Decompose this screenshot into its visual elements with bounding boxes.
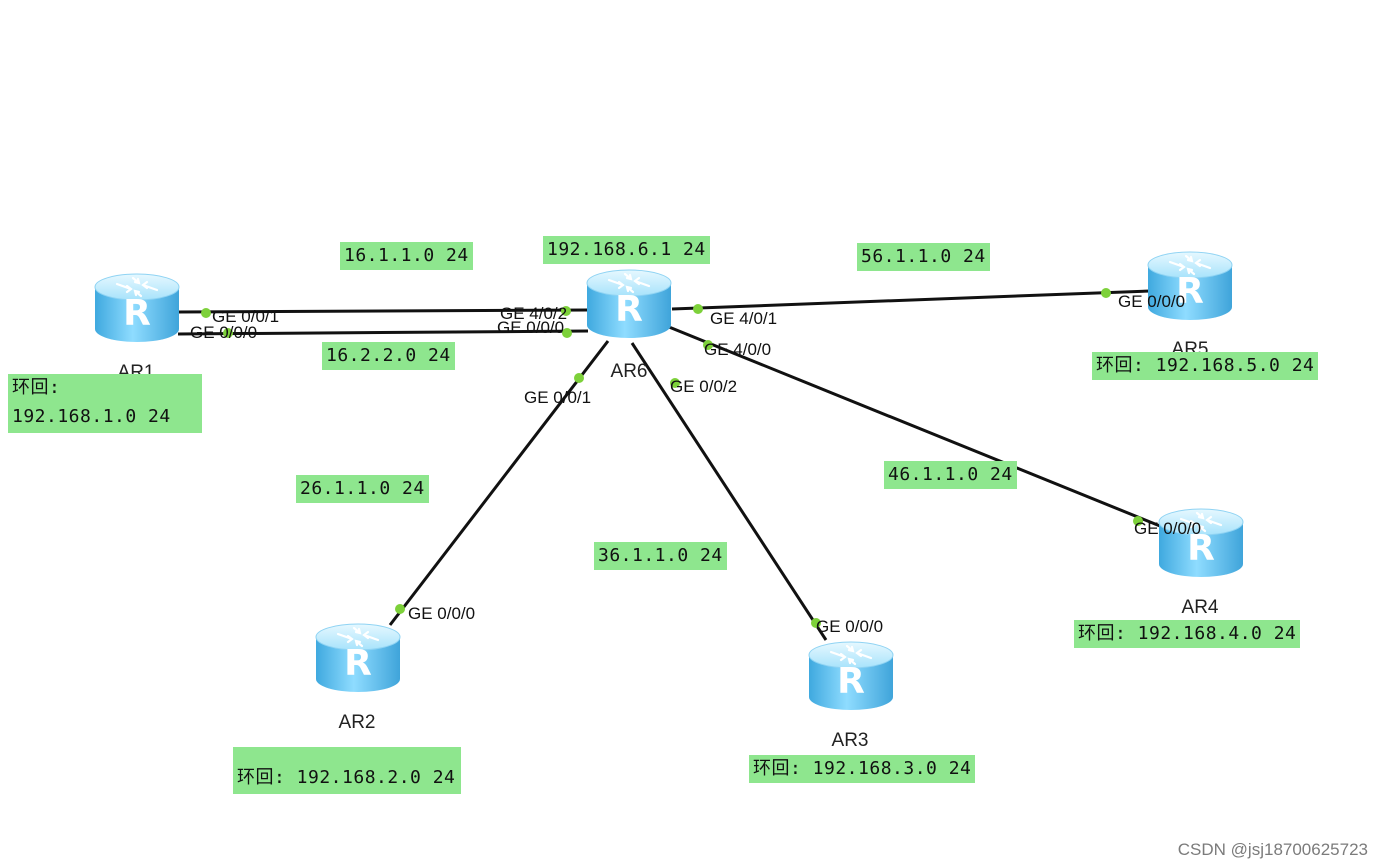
- network-label-16-2: 16.2.2.0 24: [322, 342, 455, 370]
- router-top: [586, 269, 672, 297]
- port-dot-ar6-2-0: [693, 304, 703, 314]
- router-arrows-icon: [607, 272, 651, 294]
- port-dot-ar3-5-1: [811, 618, 821, 628]
- router-body: [95, 287, 179, 342]
- port-label-ar3-5-1: GE 0/0/0: [816, 617, 883, 636]
- router-name-ar6: AR6: [611, 361, 648, 382]
- router-body: [1159, 522, 1243, 577]
- loopback-label-ar1-prefix: 环回:: [12, 377, 61, 398]
- router-name-ar4: AR4: [1182, 597, 1219, 618]
- network-label-46: 46.1.1.0 24: [884, 461, 1017, 489]
- router-glyph: R: [344, 643, 372, 684]
- port-label-ar1-0-0: GE 0/0/1: [212, 307, 279, 326]
- loopback-label-ar4: 环回: 192.168.4.0 24: [1074, 620, 1301, 648]
- router-top: [1147, 251, 1233, 279]
- router-body: [587, 283, 671, 338]
- router-ar4[interactable]: R: [1158, 508, 1244, 577]
- loopback-label-ar2: 环回: 192.168.2.0 24: [233, 747, 462, 794]
- watermark: CSDN @jsj18700625723: [1177, 840, 1368, 859]
- port-dot-ar6-5-0: [670, 378, 680, 388]
- link-ar6-ar2-4: [388, 340, 610, 626]
- router-body: [809, 655, 893, 710]
- router-glyph: R: [123, 293, 151, 334]
- loopback-label-ar1-network: 192.168.1.0 24: [12, 406, 171, 427]
- router-arrows-icon: [115, 276, 159, 298]
- router-glyph: R: [615, 289, 643, 330]
- port-label-ar6-0-1: GE 4/0/2: [500, 304, 567, 323]
- link-ar1-ar6-1: [177, 329, 589, 336]
- router-body: [1148, 265, 1232, 320]
- port-label-ar5-2-1: GE 0/0/0: [1118, 292, 1185, 311]
- link-ar6-ar4-3: [668, 325, 1161, 528]
- router-ar5[interactable]: R: [1147, 251, 1233, 320]
- loopback-label-ar3: 环回: 192.168.3.0 24: [749, 755, 976, 783]
- router-arrows-icon: [1179, 511, 1223, 533]
- port-label-ar6-3-0: GE 4/0/0: [704, 340, 771, 359]
- port-label-ar6-5-0: GE 0/0/2: [670, 377, 737, 396]
- loopback-label-ar6: 192.168.6.1 24: [543, 236, 710, 264]
- port-dot-ar1-0-0: [201, 308, 211, 318]
- router-ar2[interactable]: R: [315, 623, 401, 692]
- port-label-ar6-1-1: GE 0/0/0: [497, 318, 564, 337]
- port-dot-ar6-1-1: [562, 328, 572, 338]
- network-label-36: 36.1.1.0 24: [594, 542, 727, 570]
- port-dot-ar4-3-1: [1133, 516, 1143, 526]
- router-ar1[interactable]: R: [94, 273, 180, 342]
- loopback-label-ar5: 环回: 192.168.5.0 24: [1092, 352, 1319, 380]
- link-ar6-ar5-2: [671, 289, 1151, 311]
- router-ar3[interactable]: R: [808, 641, 894, 710]
- router-arrows-icon: [829, 644, 873, 666]
- router-body: [316, 637, 400, 692]
- network-label-56: 56.1.1.0 24: [857, 243, 990, 271]
- network-label-16-1: 16.1.1.0 24: [340, 242, 473, 270]
- router-top: [315, 623, 401, 651]
- router-name-ar2: AR2: [339, 712, 376, 733]
- port-dot-ar1-1-0: [223, 328, 233, 338]
- port-label-ar2-4-1: GE 0/0/0: [408, 604, 475, 623]
- port-label-ar6-4-0: GE 0/0/1: [524, 388, 591, 407]
- router-glyph: R: [1187, 528, 1215, 569]
- port-label-ar6-2-0: GE 4/0/1: [710, 309, 777, 328]
- port-label-ar4-3-1: GE 0/0/0: [1134, 519, 1201, 538]
- network-label-26: 26.1.1.0 24: [296, 475, 429, 503]
- router-ar6[interactable]: R: [586, 269, 672, 338]
- link-ar1-ar6-0: [177, 308, 589, 314]
- port-dot-ar6-0-1: [561, 306, 571, 316]
- router-arrows-icon: [1168, 254, 1212, 276]
- router-arrows-icon: [336, 626, 380, 648]
- port-dot-ar2-4-1: [395, 604, 405, 614]
- port-dot-ar6-3-0: [703, 340, 713, 350]
- port-dot-ar5-2-1: [1101, 288, 1111, 298]
- port-label-ar1-1-0: GE 0/0/0: [190, 323, 257, 342]
- router-glyph: R: [837, 661, 865, 702]
- router-top: [808, 641, 894, 669]
- router-name-ar3: AR3: [832, 730, 869, 751]
- loopback-label-ar1: 环回: 192.168.1.0 24: [8, 374, 202, 433]
- link-ar6-ar3-5: [630, 342, 828, 641]
- router-top: [1158, 508, 1244, 536]
- port-dot-ar6-4-0: [574, 373, 584, 383]
- router-top: [94, 273, 180, 301]
- router-glyph: R: [1176, 271, 1204, 312]
